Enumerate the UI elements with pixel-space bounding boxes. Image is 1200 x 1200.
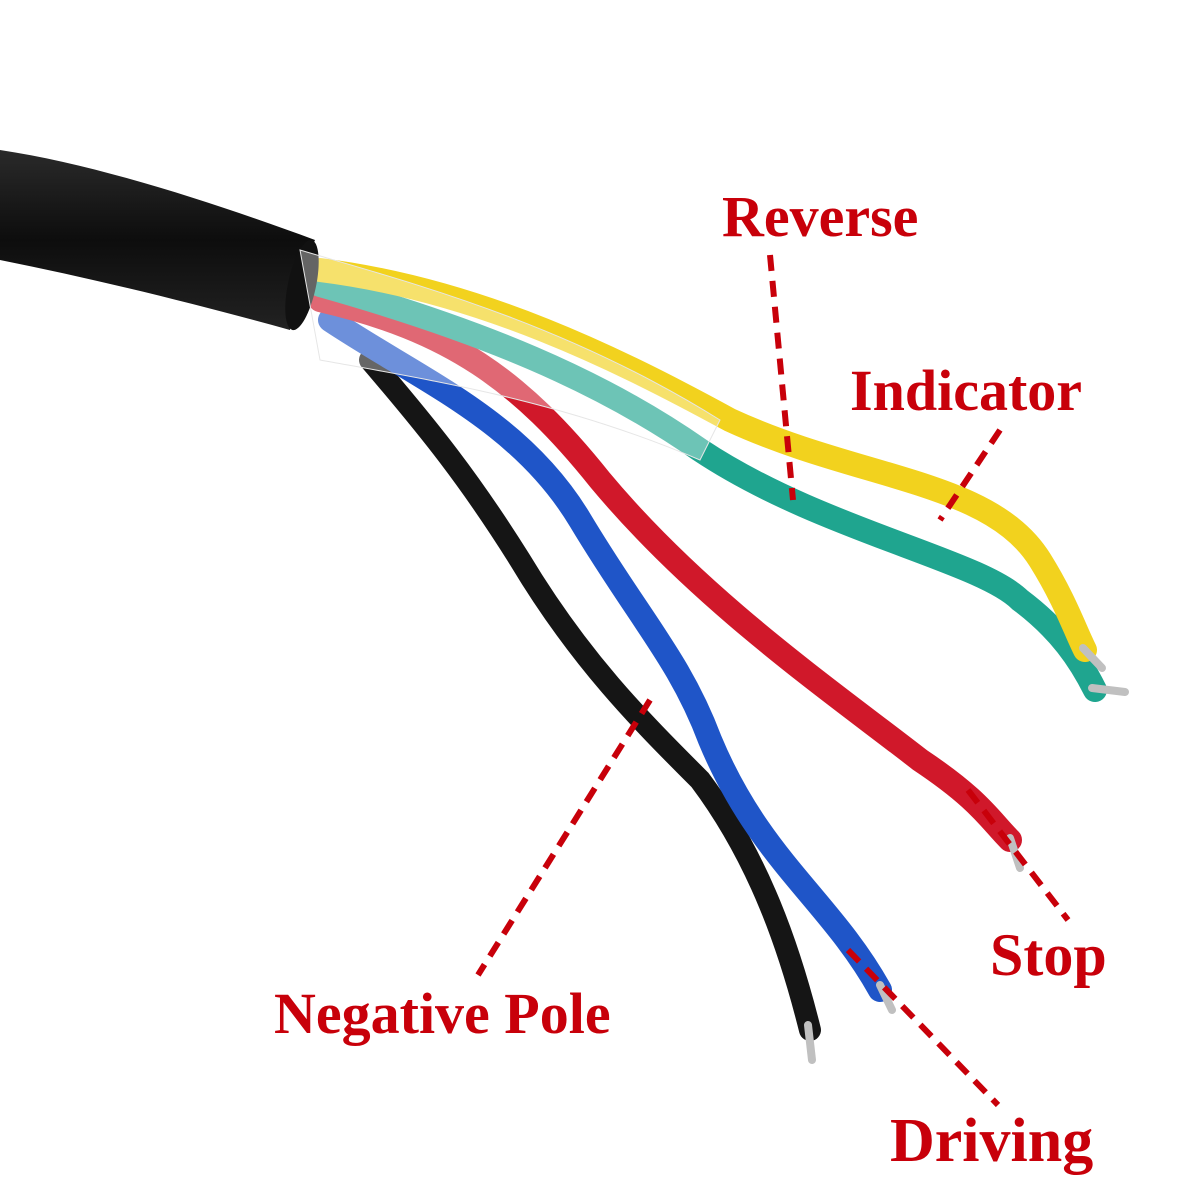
green-wire [308,273,1107,702]
driving-label: Driving [890,1107,1094,1175]
driving-leader [845,947,1001,1108]
indicator-label: Indicator [850,358,1082,423]
red-wire [308,288,1022,852]
reverse-leader [767,254,796,501]
stop-leader [965,788,1071,922]
reverse-label: Reverse [722,184,919,249]
stop-label: Stop [990,922,1107,988]
indicator-leader [937,428,1003,522]
negative-pole-leader [475,698,653,977]
black-wire [359,349,821,1041]
cable-jacket [0,150,315,330]
negative-pole-label: Negative Pole [274,981,611,1046]
blue-wire [318,308,892,1002]
